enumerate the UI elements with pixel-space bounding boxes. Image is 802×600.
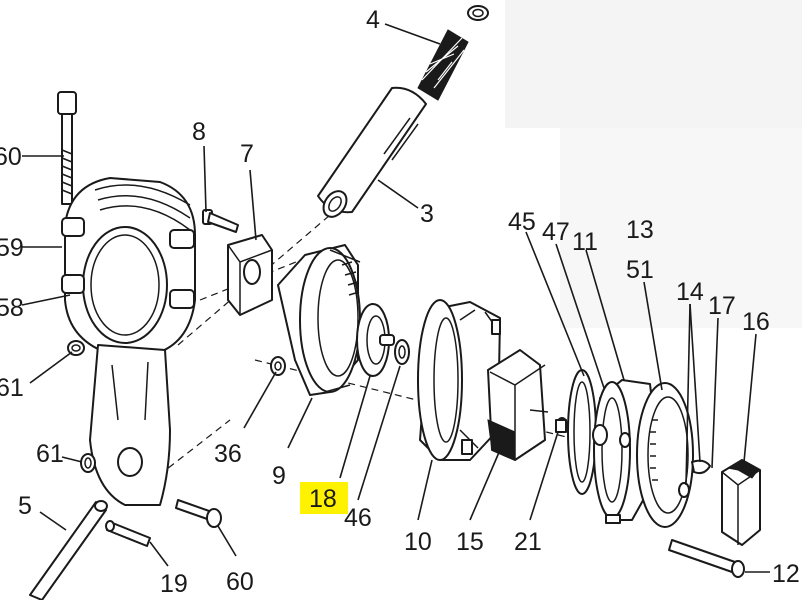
label-61-top: 61 [0, 374, 24, 402]
part-9-gear-housing [277, 244, 361, 396]
part-labels: 4 60 8 7 3 59 58 45 47 11 13 51 14 17 16… [0, 6, 800, 598]
label-17: 17 [708, 292, 736, 320]
label-4: 4 [366, 6, 380, 34]
label-45: 45 [508, 208, 536, 236]
label-12: 12 [772, 560, 800, 588]
part-60-long-bolt [57, 91, 77, 205]
label-16: 16 [742, 308, 770, 336]
part-13-dial-disc [636, 382, 694, 528]
part-61-nut-bottom [80, 453, 96, 473]
label-60-bottom: 60 [226, 568, 254, 596]
part-14-clip [678, 459, 711, 498]
part-12-long-screw [668, 539, 745, 578]
label-51: 51 [626, 256, 654, 284]
label-11: 11 [572, 228, 598, 256]
part-45-ring [567, 369, 597, 495]
part-10-motor-housing [417, 299, 501, 461]
label-15: 15 [456, 528, 484, 556]
part-7-block [227, 234, 273, 316]
label-59: 59 [0, 234, 24, 262]
part-3-tube [317, 86, 427, 218]
label-9: 9 [272, 462, 286, 490]
label-8: 8 [192, 118, 206, 146]
label-7: 7 [240, 140, 254, 168]
part-8-screw [202, 209, 239, 233]
label-46: 46 [344, 504, 372, 532]
part-19-pin [105, 520, 151, 547]
part-18-disc [356, 303, 395, 377]
part-15-armature [487, 349, 549, 461]
label-61-bottom: 61 [36, 440, 64, 468]
label-3: 3 [420, 200, 434, 228]
label-10: 10 [404, 528, 432, 556]
background-panel-top-right [505, 0, 802, 128]
part-59-clamp-handle [61, 177, 196, 506]
leader-lines [21, 23, 770, 573]
part-61-nut-top [67, 340, 85, 356]
label-36: 36 [214, 440, 242, 468]
part-46-washer [394, 339, 410, 365]
label-58: 58 [0, 294, 24, 322]
label-19: 19 [160, 570, 188, 598]
part-16-knob [721, 459, 761, 546]
part-4-spring [417, 5, 489, 101]
label-5: 5 [18, 492, 32, 520]
label-47: 47 [542, 218, 570, 246]
label-18: 18 [309, 485, 337, 513]
background-panel-right [560, 128, 802, 328]
label-60-top: 60 [0, 143, 22, 171]
part-5-rod [29, 500, 108, 600]
highlight-box-18 [300, 482, 348, 514]
label-21: 21 [514, 528, 542, 556]
part-21-sleeve [555, 417, 568, 433]
label-14: 14 [676, 278, 704, 306]
label-13: 13 [626, 216, 654, 244]
part-60-screw-bottom [175, 499, 222, 528]
part-36-nut [270, 356, 286, 376]
